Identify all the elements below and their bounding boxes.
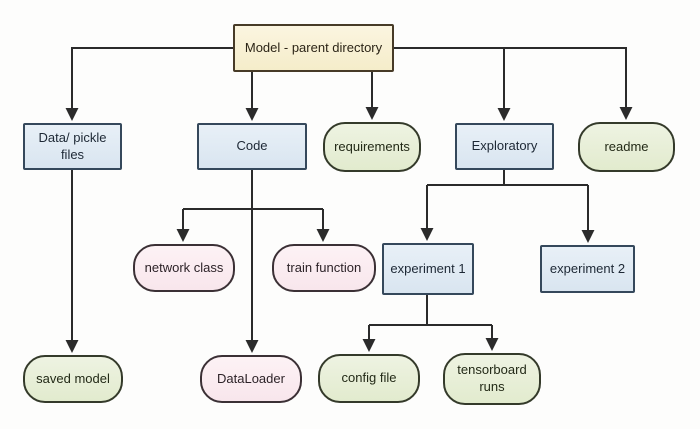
node-model-parent-directory: Model - parent directory (233, 24, 394, 72)
node-exploratory: Exploratory (455, 123, 554, 170)
node-code: Code (197, 123, 307, 170)
node-train-function: train function (272, 244, 376, 292)
node-data-pickle-files: Data/ pickle files (23, 123, 122, 170)
node-experiment-2: experiment 2 (540, 245, 635, 293)
edge-model-to-data-pickle (65, 47, 233, 121)
node-dataloader: DataLoader (200, 355, 302, 403)
node-requirements: requirements (323, 122, 421, 172)
node-config-file: config file (318, 354, 420, 403)
edge-model-to-readme (394, 47, 633, 120)
node-tensorboard-runs: tensorboard runs (443, 353, 541, 405)
node-saved-model: saved model (23, 355, 123, 403)
node-readme: readme (578, 122, 675, 172)
node-experiment-1: experiment 1 (382, 243, 474, 295)
node-network-class: network class (133, 244, 235, 292)
